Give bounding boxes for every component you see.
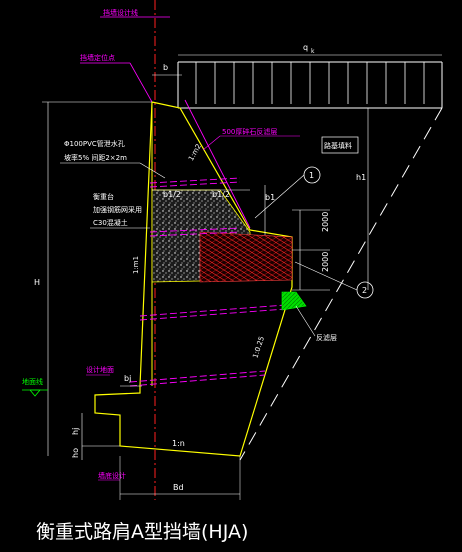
callout-circle-2-label: 2	[362, 286, 367, 295]
balance-bench-ballast	[199, 231, 293, 283]
gravel-filter-note: 500厚碎石反滤层	[222, 127, 277, 136]
slope-m1-label: 1:m1	[132, 256, 140, 274]
fill-area-box	[321, 136, 359, 154]
balance-bench-note-3: C30混凝土	[93, 218, 128, 227]
drawing-title: 衡重式路肩A型挡墙(HJA)	[36, 521, 248, 543]
wall-top-point-leader-diag	[129, 62, 153, 103]
balance-bench-note-2: 加强钢筋网采用	[93, 205, 142, 214]
wall-top-point-note: 挡墙定位点	[80, 53, 115, 62]
drain-pipes	[129, 177, 286, 387]
h1-right-label: h1	[356, 173, 366, 182]
b1-half-left-label: b1/2	[163, 190, 181, 199]
slope-m2-label: 1:m2	[187, 143, 203, 163]
b1-half-right-label: b1/2	[212, 190, 230, 199]
design-ground-label: 设计地面	[86, 365, 114, 374]
callout-2-leader	[294, 261, 358, 291]
hj-dim-label: hj	[71, 428, 80, 435]
surcharge-load	[177, 61, 443, 109]
ground-line-label: 地面线	[22, 377, 43, 386]
fill-area-label: 路基填料	[324, 141, 352, 150]
callout-circle-1-label: 1	[309, 171, 314, 180]
gravel-filter-line	[184, 99, 251, 229]
load-subscript: k	[311, 48, 315, 55]
reverse-filter-label: 反滤层	[316, 333, 337, 342]
Bd-dim-label: Bd	[173, 483, 184, 492]
b1-label: b1	[265, 193, 275, 202]
gravel-filter-leader-diag	[202, 135, 221, 151]
ho-dim-label: ho	[71, 448, 80, 458]
bj-dim-label: bj	[124, 374, 131, 383]
ground-line-marker	[29, 389, 41, 397]
base-design-label: 墙底设计	[98, 471, 126, 480]
backfill-slope-dashed	[239, 107, 443, 461]
top-design-line-note: 挡墙设计线	[103, 8, 138, 17]
balance-bench-note-1: 衡重台	[93, 192, 114, 201]
dim-2000-bottom-label: 2000	[321, 252, 330, 272]
slope-n-label: 1:n	[172, 439, 185, 448]
callout-1-leader	[254, 174, 305, 219]
b-dim-label: b	[163, 63, 168, 72]
H-dim-label: H	[34, 278, 40, 287]
reverse-filter-block	[281, 291, 307, 311]
batter-label: 1:0.25	[251, 335, 266, 359]
drain-pipe-note-2: 坡率5% 间距2×2m	[64, 153, 127, 162]
drain-pipe-note-1: Φ100PVC管泄水孔	[64, 139, 125, 148]
reverse-filter-leader	[295, 305, 316, 337]
drain-pipe-leader-diag	[139, 162, 166, 179]
load-label: q	[303, 43, 308, 52]
dim-2000-top-label: 2000	[321, 212, 330, 232]
